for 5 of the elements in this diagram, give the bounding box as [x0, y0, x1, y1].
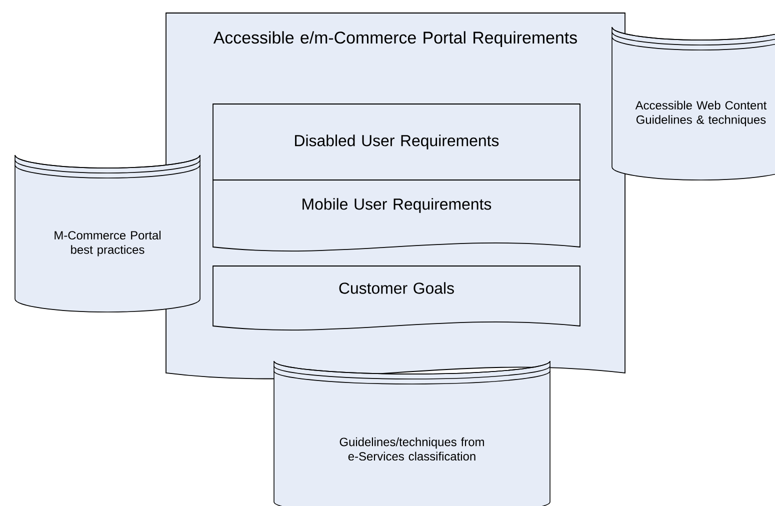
database-cylinder: Guidelines/techniques from e-Services classification [274, 360, 550, 506]
database-cylinder: M-Commerce Portal best practices [14, 154, 200, 312]
node-label: Guidelines/techniques from e-Services classification [340, 437, 484, 461]
database-cylinder: Accessible Web Content Guidelines & techniques [612, 26, 775, 180]
process-box: Disabled User Requirements [212, 104, 580, 180]
